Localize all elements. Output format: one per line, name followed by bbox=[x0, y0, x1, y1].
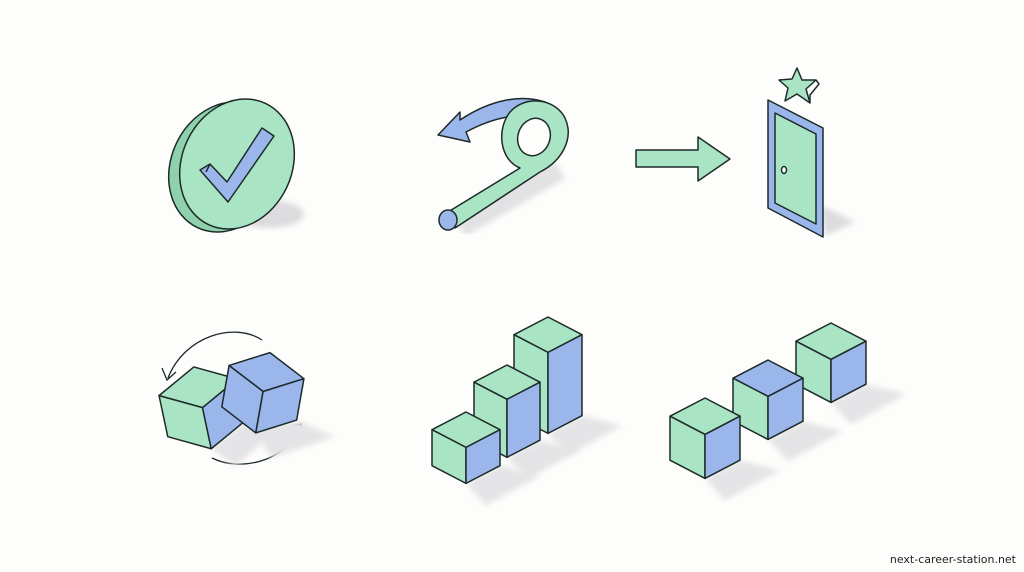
cube-shadow bbox=[768, 421, 843, 462]
cube-right-face bbox=[506, 381, 541, 459]
cube-shadow bbox=[705, 460, 780, 501]
chain-cube-front bbox=[669, 397, 780, 501]
check-coin-icon bbox=[167, 98, 304, 233]
connected-cubes-icon bbox=[669, 322, 906, 501]
rotating-cubes-icon bbox=[158, 331, 335, 467]
cube-right-face bbox=[255, 377, 305, 434]
chain-cube-middle bbox=[732, 359, 843, 462]
block-short bbox=[431, 411, 540, 506]
cube-right-face bbox=[830, 340, 867, 404]
cube-shadow bbox=[548, 415, 622, 456]
cube-shadow bbox=[831, 384, 906, 425]
cube-right-face bbox=[704, 415, 741, 480]
cube-right-face bbox=[465, 428, 501, 485]
cube-shadow bbox=[507, 440, 580, 480]
ascending-blocks-icon bbox=[431, 316, 622, 506]
right-arrow-icon bbox=[635, 136, 731, 182]
door-star-icon bbox=[767, 67, 855, 238]
watermark-text: next-career-station.net bbox=[889, 553, 1016, 566]
chain-cube-back bbox=[795, 322, 906, 425]
cube-shadow bbox=[466, 465, 540, 506]
cube-right-face bbox=[767, 377, 804, 441]
cube-shadow bbox=[255, 420, 335, 459]
rotating-cube-right bbox=[221, 351, 335, 459]
loop-back-arrow-icon bbox=[437, 97, 569, 237]
cube-right-face bbox=[547, 333, 583, 435]
block-medium bbox=[473, 364, 580, 480]
